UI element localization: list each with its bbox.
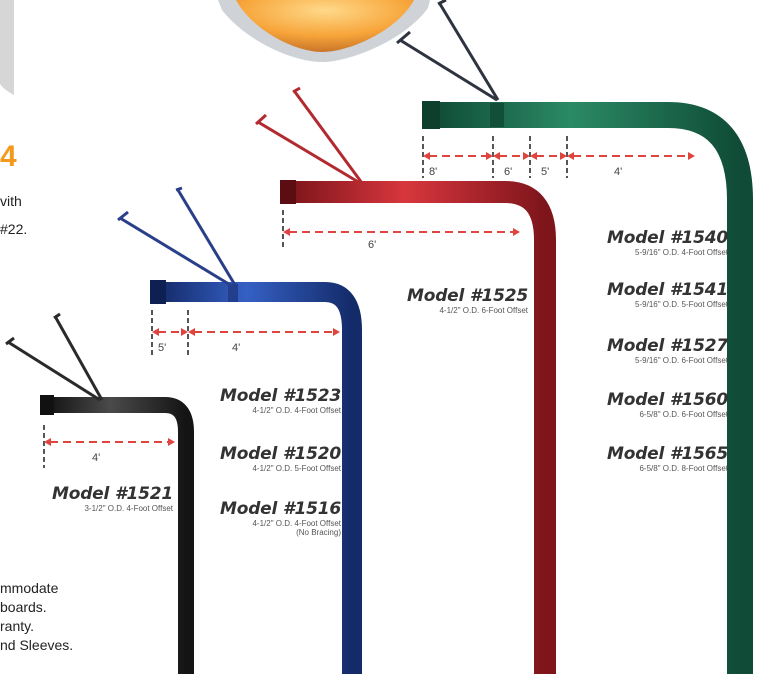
model-name: Model #1565 <box>607 444 728 464</box>
logo-fragment <box>0 0 14 95</box>
dimension-arrow <box>688 152 695 160</box>
left-text-fragment-1: vith <box>0 193 22 209</box>
badge-emblem <box>218 0 430 62</box>
model-name: Model #1521 <box>52 484 173 504</box>
dimension-arrow <box>486 152 493 160</box>
model-spec: 3-1/2" O.D. 4-Foot Offset <box>84 504 173 513</box>
model-spec: 6-5/8" O.D. 6-Foot Offset <box>639 410 728 419</box>
orange-fragment: 4 <box>0 140 17 173</box>
model-spec: 5-9/16" O.D. 5-Foot Offset <box>635 300 728 309</box>
blue-pole-bracing <box>117 186 237 288</box>
model-name: Model #1520 <box>220 444 341 464</box>
model-entry: Model #1516 4-1/2" O.D. 4-Foot Offset (N… <box>220 499 341 537</box>
dimension-arrow <box>560 152 567 160</box>
dimension-label: 6' <box>504 166 513 178</box>
dimension-arrow <box>523 152 530 160</box>
model-entry: Model #1527 5-9/16" O.D. 6-Foot Offset <box>607 336 728 365</box>
blue-pole <box>150 280 362 674</box>
left-text-fragment-2: #22. <box>0 221 28 237</box>
black-pole-bracing <box>5 312 104 402</box>
dimension-label: 5' <box>158 342 167 354</box>
model-entry: Model #1525 4-1/2" O.D. 6-Foot Offset <box>407 286 528 315</box>
dimension-arrow <box>283 228 290 236</box>
black-pole <box>40 395 194 674</box>
model-entry: Model #1541 5-9/16" O.D. 5-Foot Offset <box>607 280 728 309</box>
feature-text: mmodate boards. ranty. nd Sleeves. <box>0 579 73 655</box>
model-entry: Model #1540 5-9/16" O.D. 4-Foot Offset <box>607 228 728 257</box>
dimension-label: 4' <box>232 342 241 354</box>
feature-line: ranty. <box>0 618 34 634</box>
model-entry: Model #1523 4-1/2" O.D. 4-Foot Offset <box>220 386 341 415</box>
red-pole-bracing <box>254 86 364 185</box>
dimension-arrow <box>181 328 188 336</box>
dimension-label: 4' <box>614 166 623 178</box>
model-entry: Model #1521 3-1/2" O.D. 4-Foot Offset <box>52 484 173 513</box>
dimension-arrow <box>152 328 159 336</box>
model-spec: 5-9/16" O.D. 6-Foot Offset <box>635 356 728 365</box>
model-name: Model #1525 <box>407 286 528 306</box>
dimension-arrow <box>333 328 340 336</box>
green-pole-bracing <box>396 0 500 102</box>
dimension-arrow <box>188 328 195 336</box>
model-entry: Model #1565 6-5/8" O.D. 8-Foot Offset <box>607 444 728 473</box>
model-name: Model #1560 <box>607 390 728 410</box>
dimension-arrow <box>168 438 175 446</box>
model-spec: 4-1/2" O.D. 6-Foot Offset <box>439 306 528 315</box>
dimension-arrow <box>423 152 430 160</box>
dimension-arrow <box>530 152 537 160</box>
model-entry: Model #1520 4-1/2" O.D. 5-Foot Offset <box>220 444 341 473</box>
feature-line: nd Sleeves. <box>0 637 74 653</box>
model-spec: 4-1/2" O.D. 4-Foot Offset <box>252 406 341 415</box>
red-pole <box>280 180 556 674</box>
green-pole <box>422 101 753 674</box>
dimension-label: 5' <box>541 166 550 178</box>
feature-line: mmodate <box>0 580 59 596</box>
model-name: Model #1527 <box>607 336 728 356</box>
model-name: Model #1540 <box>607 228 728 248</box>
model-name: Model #1541 <box>607 280 728 300</box>
dimension-label: 8' <box>429 166 438 178</box>
model-name: Model #1523 <box>220 386 341 406</box>
model-entry: Model #1560 6-5/8" O.D. 6-Foot Offset <box>607 390 728 419</box>
model-spec: 5-9/16" O.D. 4-Foot Offset <box>635 248 728 257</box>
model-note: (No Bracing) <box>296 528 341 537</box>
model-spec: 4-1/2" O.D. 5-Foot Offset <box>252 464 341 473</box>
model-name: Model #1516 <box>220 499 341 519</box>
dimension-label: 6' <box>368 239 377 251</box>
model-spec: 6-5/8" O.D. 8-Foot Offset <box>639 464 728 473</box>
feature-line: boards. <box>0 599 47 615</box>
dimension-arrow <box>493 152 500 160</box>
dimension-arrow <box>513 228 520 236</box>
dimension-label: 4' <box>92 452 101 464</box>
dimension-lines <box>43 136 695 468</box>
model-spec: 4-1/2" O.D. 4-Foot Offset <box>252 519 341 528</box>
dimension-arrow <box>44 438 51 446</box>
dimension-arrow <box>567 152 574 160</box>
